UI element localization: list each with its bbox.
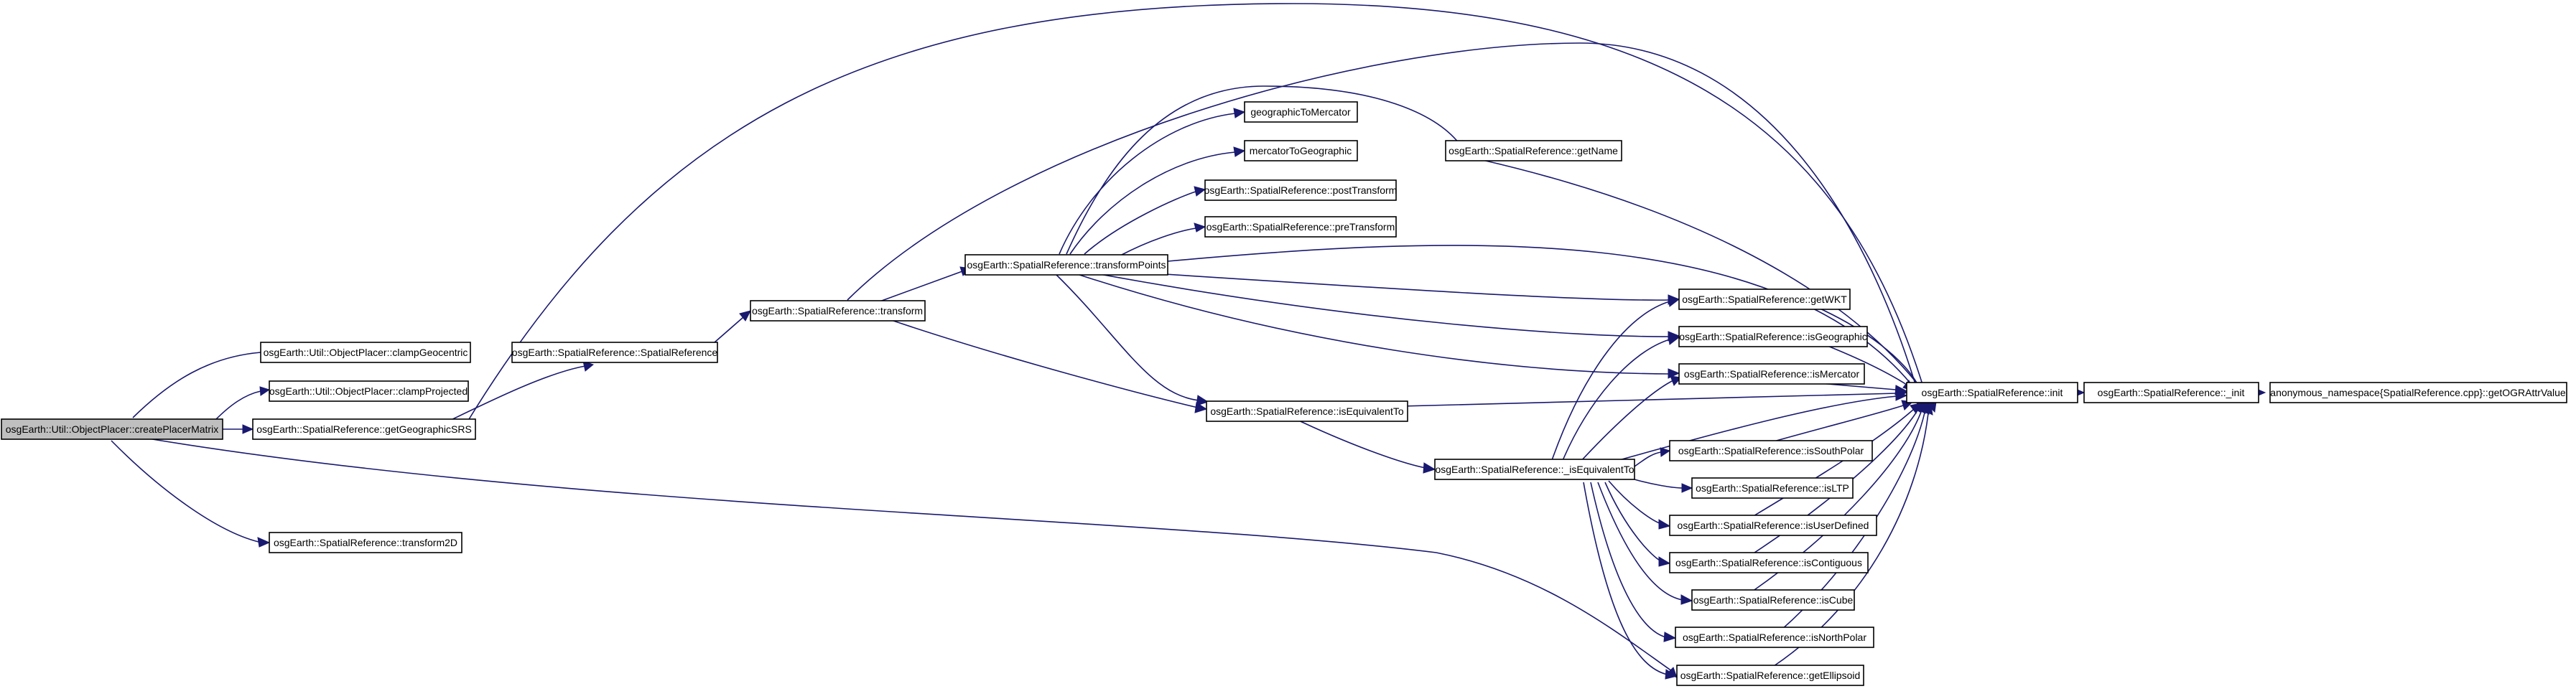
node-getEllipsoid-label: osgEarth::SpatialReference::getEllipsoid — [1680, 670, 1861, 681]
node-SpatialReference[interactable]: osgEarth::SpatialReference::SpatialRefer… — [511, 342, 718, 363]
node-getEllipsoid[interactable]: osgEarth::SpatialReference::getEllipsoid — [1676, 665, 1864, 686]
node-isContiguous-label: osgEarth::SpatialReference::isContiguous — [1675, 557, 1862, 568]
node-getName-label: osgEarth::SpatialReference::getName — [1449, 145, 1618, 156]
node-preTransform[interactable]: osgEarth::SpatialReference::preTransform — [1204, 216, 1397, 238]
edge-createPlacerMatrix-clampGeocentric — [132, 347, 273, 418]
node-getWKT[interactable]: osgEarth::SpatialReference::getWKT — [1678, 289, 1851, 310]
node-SpatialReference-label: osgEarth::SpatialReference::SpatialRefer… — [512, 347, 718, 358]
node-isContiguous[interactable]: osgEarth::SpatialReference::isContiguous — [1669, 552, 1869, 573]
edge-_isEquivalentTo-init — [1601, 390, 1908, 466]
node-transformPoints[interactable]: osgEarth::SpatialReference::transformPoi… — [964, 254, 1168, 276]
node-isNorthPolar-label: osgEarth::SpatialReference::isNorthPolar — [1683, 632, 1866, 643]
edge-_isEquivalentTo-isUserDefined — [1608, 480, 1671, 530]
node-isGeographic[interactable]: osgEarth::SpatialReference::isGeographic — [1678, 326, 1868, 347]
node-init-label: osgEarth::SpatialReference::init — [1922, 387, 2063, 398]
node-isSouthPolar-label: osgEarth::SpatialReference::isSouthPolar — [1678, 445, 1864, 456]
edge-createPlacerMatrix-transform2D — [111, 440, 271, 548]
node-isEquivalentTo[interactable]: osgEarth::SpatialReference::isEquivalent… — [1206, 400, 1408, 422]
edge-isEquivalentTo-_isEquivalentTo — [1292, 417, 1436, 474]
node-_isEquivalentTo-label: osgEarth::SpatialReference::_isEquivalen… — [1435, 464, 1634, 475]
node-geographicToMercator[interactable]: geographicToMercator — [1244, 101, 1358, 123]
node-isCube-label: osgEarth::SpatialReference::isCube — [1693, 594, 1854, 606]
edge-transformPoints-isEquivalentTo — [1055, 273, 1209, 406]
node-getName[interactable]: osgEarth::SpatialReference::getName — [1445, 140, 1622, 161]
edge-transformPoints-geographicToMercator — [1059, 108, 1246, 255]
edge-transform-transformPoints — [879, 266, 972, 302]
node-getOGRAttrValue-label: anonymous_namespace{SpatialReference.cpp… — [2270, 387, 2566, 398]
edge-transformPoints-postTransform — [1084, 186, 1206, 255]
edge-_isEquivalentTo-isSouthPolar — [1634, 447, 1671, 467]
node-preTransform-label: osgEarth::SpatialReference::preTransform — [1206, 221, 1395, 233]
edge-_isEquivalentTo-isLTP — [1634, 479, 1693, 493]
node-transform2D[interactable]: osgEarth::SpatialReference::transform2D — [269, 532, 462, 553]
edge-_isEquivalentTo-getWKT — [1550, 296, 1680, 463]
node-isLTP-label: osgEarth::SpatialReference::isLTP — [1696, 482, 1849, 494]
node-transformPoints-label: osgEarth::SpatialReference::transformPoi… — [967, 259, 1166, 271]
edge-transformPoints-isMercator — [1077, 273, 1680, 379]
node-_init-label: osgEarth::SpatialReference::_init — [2098, 387, 2245, 398]
node-isGeographic-label: osgEarth::SpatialReference::isGeographic — [1679, 331, 1866, 342]
node-_init[interactable]: osgEarth::SpatialReference::_init — [2083, 382, 2259, 403]
edge-_isEquivalentTo-isGeographic — [1561, 334, 1680, 463]
node-mercatorToGeographic[interactable]: mercatorToGeographic — [1244, 140, 1358, 161]
node-getWKT-label: osgEarth::SpatialReference::getWKT — [1682, 294, 1847, 305]
edge-transformPoints-mercatorToGeographic — [1069, 146, 1246, 255]
edge-transformPoints-getWKT — [1120, 271, 1680, 305]
node-postTransform[interactable]: osgEarth::SpatialReference::postTransfor… — [1204, 179, 1398, 201]
node-getGeographicSRS-label: osgEarth::SpatialReference::getGeographi… — [256, 423, 472, 435]
node-isLTP[interactable]: osgEarth::SpatialReference::isLTP — [1691, 477, 1854, 499]
node-createPlacerMatrix-label: osgEarth::Util::ObjectPlacer::createPlac… — [6, 423, 218, 435]
node-clampGeocentric-label: osgEarth::Util::ObjectPlacer::clampGeoce… — [264, 347, 468, 358]
node-isMercator[interactable]: osgEarth::SpatialReference::isMercator — [1678, 363, 1865, 385]
node-createPlacerMatrix[interactable]: osgEarth::Util::ObjectPlacer::createPlac… — [1, 418, 223, 440]
edge-createPlacerMatrix-clampProjected — [215, 386, 271, 421]
node-isCube[interactable]: osgEarth::SpatialReference::isCube — [1691, 589, 1855, 611]
edge-_isEquivalentTo-isCube — [1597, 482, 1693, 605]
node-mercatorToGeographic-label: mercatorToGeographic — [1250, 145, 1352, 156]
edge-SpatialReference-transform — [714, 310, 751, 343]
edge-isEquivalentTo-init — [1346, 388, 1908, 408]
edge-_isEquivalentTo-isContiguous — [1604, 482, 1671, 567]
edge-_isEquivalentTo-getEllipsoid — [1583, 482, 1678, 680]
node-postTransform-label: osgEarth::SpatialReference::postTransfor… — [1204, 184, 1398, 196]
edge-createPlacerMatrix-getGeographicSRS — [223, 424, 254, 434]
edge-transformPoints-isGeographic — [1091, 272, 1680, 342]
edge-_isEquivalentTo-isNorthPolar — [1590, 482, 1677, 642]
node-isMercator-label: osgEarth::SpatialReference::isMercator — [1684, 368, 1860, 380]
node-clampGeocentric[interactable]: osgEarth::Util::ObjectPlacer::clampGeoce… — [260, 342, 471, 363]
node-clampProjected[interactable]: osgEarth::Util::ObjectPlacer::clampProje… — [269, 380, 469, 402]
node-_isEquivalentTo[interactable]: osgEarth::SpatialReference::_isEquivalen… — [1434, 459, 1635, 480]
edge-isSouthPolar-init — [1773, 400, 1914, 442]
node-geographicToMercator-label: geographicToMercator — [1250, 106, 1351, 118]
node-isUserDefined-label: osgEarth::SpatialReference::isUserDefine… — [1678, 520, 1869, 531]
node-isSouthPolar[interactable]: osgEarth::SpatialReference::isSouthPolar — [1669, 440, 1873, 461]
node-isUserDefined[interactable]: osgEarth::SpatialReference::isUserDefine… — [1669, 515, 1877, 536]
node-transform2D-label: osgEarth::SpatialReference::transform2D — [274, 537, 457, 548]
node-transform[interactable]: osgEarth::SpatialReference::transform — [750, 300, 926, 322]
node-getOGRAttrValue[interactable]: anonymous_namespace{SpatialReference.cpp… — [2269, 382, 2567, 403]
edge-transform-isEquivalentTo — [886, 318, 1208, 413]
node-isEquivalentTo-label: osgEarth::SpatialReference::isEquivalent… — [1210, 405, 1403, 417]
node-getGeographicSRS[interactable]: osgEarth::SpatialReference::getGeographi… — [252, 418, 476, 440]
node-transform-label: osgEarth::SpatialReference::transform — [752, 305, 923, 316]
node-init[interactable]: osgEarth::SpatialReference::init — [1906, 382, 2078, 403]
edge-transformPoints-preTransform — [1120, 222, 1206, 256]
node-isNorthPolar[interactable]: osgEarth::SpatialReference::isNorthPolar — [1675, 627, 1874, 648]
node-clampProjected-label: osgEarth::Util::ObjectPlacer::clampProje… — [269, 385, 468, 397]
